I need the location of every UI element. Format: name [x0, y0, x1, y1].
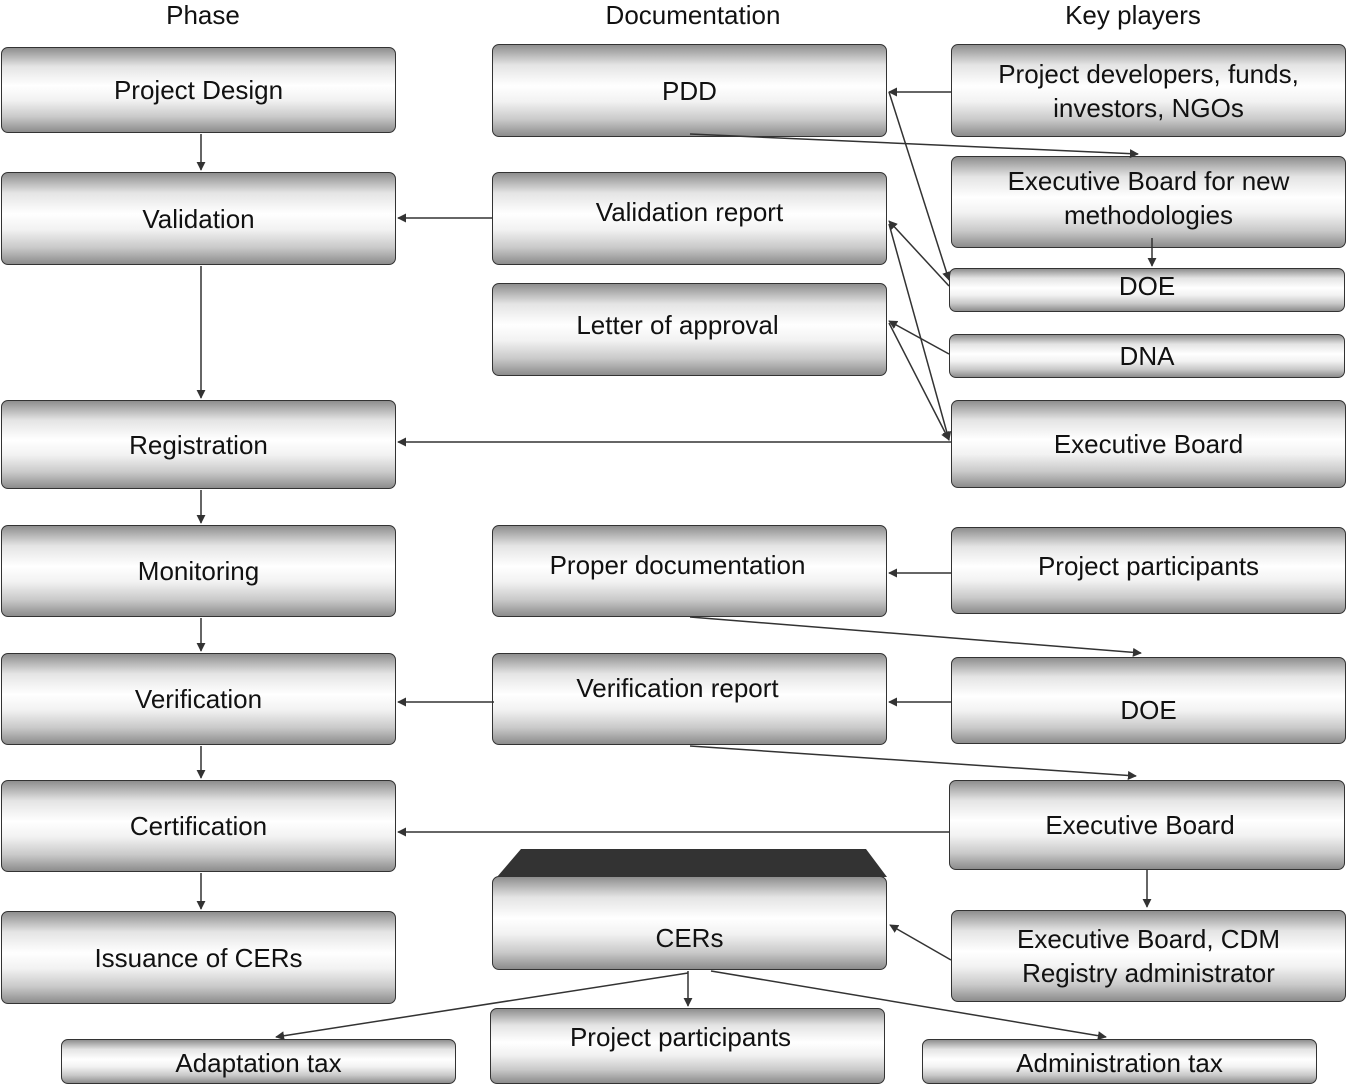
- phase-label: Issuance of CERs: [94, 942, 303, 973]
- output-project-participants: Project participants: [490, 1008, 885, 1084]
- phase-label: Validation: [142, 203, 255, 234]
- phase-label: Certification: [129, 811, 268, 841]
- player-label: DOE: [1118, 271, 1176, 301]
- player-executive-board-1: Executive Board: [951, 400, 1346, 488]
- doc-label: CERs: [655, 923, 724, 953]
- doc-label: Letter of approval: [576, 310, 779, 340]
- player-label-line1: Executive Board for new: [1007, 166, 1290, 196]
- player-label: Executive Board: [1045, 810, 1235, 840]
- player-label-line2: Registry administrator: [1022, 958, 1275, 988]
- phase-monitoring: Monitoring: [1, 525, 396, 617]
- doc-validation-report: Validation report: [492, 172, 887, 265]
- doc-proper-documentation: Proper documentation: [492, 525, 887, 617]
- arrow-cers-to-administration-tax: [710, 970, 1107, 1041]
- phase-label: Registration: [129, 429, 268, 460]
- phase-validation: Validation: [1, 172, 396, 265]
- player-label-line2: methodologies: [1063, 200, 1234, 230]
- arrow-pdd-to-eb-new: [689, 133, 1139, 159]
- output-administration-tax: Administration tax: [922, 1039, 1317, 1084]
- player-executive-board-2: Executive Board: [949, 780, 1345, 870]
- arrow-verification-report-to-eb: [689, 745, 1137, 780]
- player-label-line1: Executive Board, CDM: [1017, 924, 1280, 954]
- arrow-doe-to-validation-report: [888, 220, 950, 287]
- output-label: Administration tax: [1016, 1048, 1223, 1078]
- phase-project-design: Project Design: [1, 47, 396, 133]
- doc-pdd: PDD: [492, 44, 887, 137]
- doc-cers: CERs: [492, 876, 887, 970]
- player-eb-cdm-registry: Executive Board, CDM Registry administrat…: [951, 910, 1346, 1002]
- doc-letter-of-approval: Letter of approval: [492, 283, 887, 376]
- arrow-pdd-to-doe: [888, 91, 951, 281]
- phase-issuance: Issuance of CERs: [1, 911, 396, 1004]
- output-label: Adaptation tax: [175, 1048, 342, 1078]
- player-doe-2: DOE: [951, 657, 1346, 744]
- doc-verification-report: Verification report: [492, 653, 887, 745]
- player-project-developers: Project developers, funds,investors, NGO…: [951, 44, 1346, 137]
- output-label: Project participants: [569, 1022, 792, 1052]
- player-eb-new-methodologies: Executive Board for new methodologies: [951, 156, 1346, 248]
- player-label: DOE: [1120, 695, 1177, 725]
- arrow-dna-to-letter: [888, 320, 950, 355]
- phase-verification: Verification: [1, 653, 396, 745]
- phase-label: Monitoring: [137, 556, 260, 586]
- arrow-proper-doc-to-doe: [689, 616, 1142, 657]
- phase-label: Verification: [134, 684, 263, 714]
- arrow-validation-report-to-eb: [888, 223, 952, 441]
- player-label: Project participants: [1037, 551, 1260, 581]
- doc-label: Proper documentation: [549, 550, 806, 580]
- header-documentation: Documentation: [605, 0, 781, 30]
- doc-label: PDD: [662, 75, 717, 106]
- header-phase: Phase: [166, 0, 240, 30]
- player-dna: DNA: [949, 334, 1345, 378]
- doc-label: Validation report: [595, 197, 784, 227]
- arrow-letter-to-eb: [888, 322, 950, 441]
- player-label: DNA: [1119, 341, 1175, 371]
- phase-label: Project Design: [113, 75, 284, 105]
- player-doe-1: DOE: [949, 268, 1345, 312]
- arrow-registry-to-cers: [889, 924, 952, 961]
- cers-cap-shape: [497, 849, 887, 877]
- player-project-participants: Project participants: [951, 527, 1346, 614]
- player-label: Executive Board: [1053, 429, 1244, 459]
- player-label-line1: Project developers, funds,: [998, 58, 1299, 89]
- arrow-cers-to-adaptation-tax: [275, 972, 689, 1041]
- doc-label: Verification report: [576, 673, 779, 703]
- output-adaptation-tax: Adaptation tax: [61, 1039, 456, 1084]
- phase-registration: Registration: [1, 400, 396, 489]
- phase-certification: Certification: [1, 780, 396, 872]
- player-label-line2: investors, NGOs: [1053, 92, 1244, 123]
- header-key-players: Key players: [1065, 0, 1201, 30]
